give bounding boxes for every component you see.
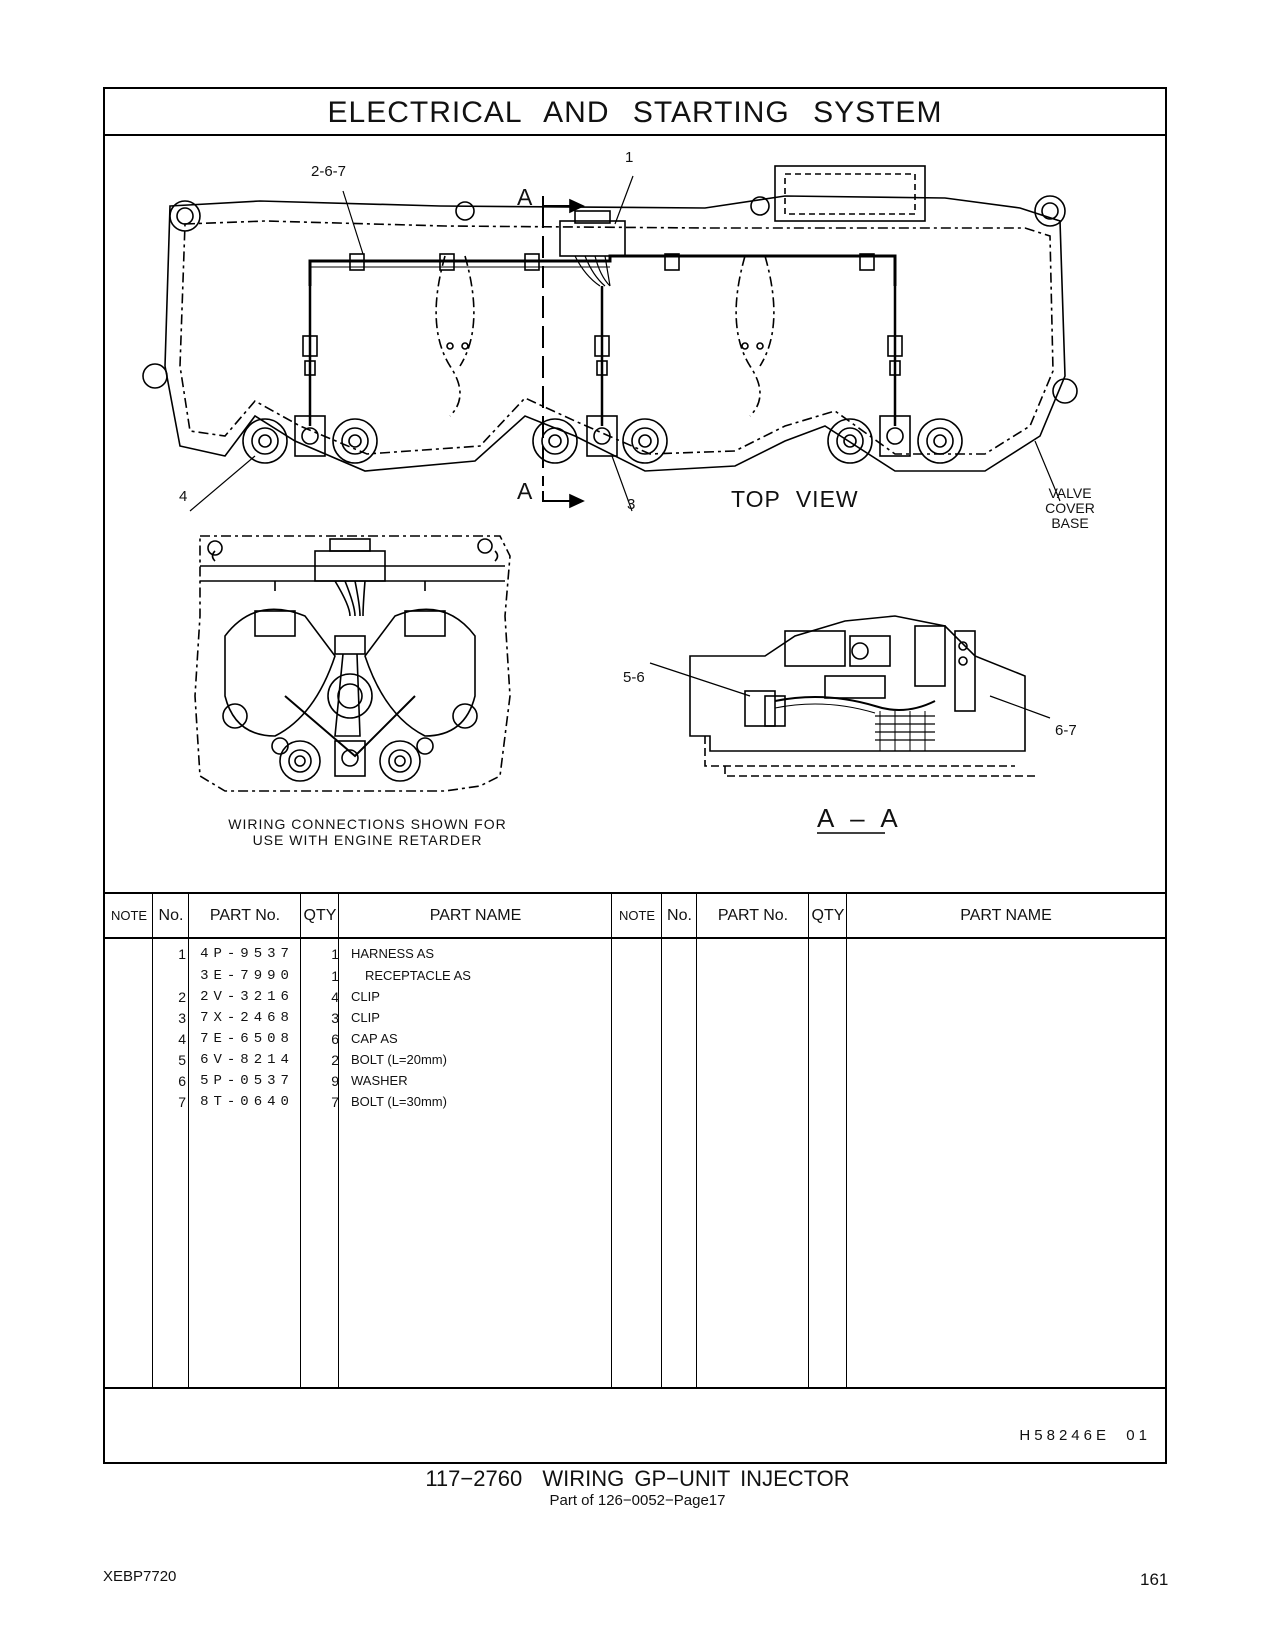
table-row: 4 7E-6508 6 CAP AS [178, 1031, 398, 1047]
caption-title: 117−2760 WIRING GP−UNIT INJECTOR [425, 1466, 850, 1491]
section-title: ELECTRICAL AND STARTING SYSTEM [105, 89, 1165, 136]
valve-cover-base-label: VALVE COVER BASE [1045, 485, 1095, 531]
parts-list-table: NOTE No. PART No. QTY PART NAME NOTE No.… [105, 894, 1165, 1389]
wiring-note: WIRING CONNECTIONS SHOWN FOR USE WITH EN… [228, 816, 507, 848]
table-row: 1 4P-9537 1 HARNESS AS [178, 946, 435, 962]
table-row: 7 8T-0640 7 BOLT (L=30mm) [178, 1094, 447, 1110]
callout-3: 3 [627, 496, 636, 513]
section-aa-label: A – A [817, 803, 899, 833]
callout-5-6: 5-6 [623, 669, 645, 686]
table-header: NOTE No. PART No. QTY PART NAME NOTE No.… [105, 894, 1165, 939]
table-row: 2 2V-3216 4 CLIP [178, 989, 380, 1005]
harness-illustration [142, 165, 1078, 834]
header-note-right: NOTE [618, 908, 656, 923]
retarder-view-drawing [194, 535, 511, 792]
callout-1: 1 [625, 149, 634, 166]
caption-subtitle: Part of 126−0052−Page17 [549, 1492, 726, 1509]
header-no-right: No. [667, 907, 692, 924]
top-view-drawing [142, 165, 1078, 512]
section-mark-bottom: A [517, 478, 534, 504]
table-row: 3E-7990 1 RECEPTACLE AS [200, 968, 471, 984]
header-part-no: PART No. [209, 907, 281, 924]
section-aa-drawing [649, 615, 1051, 834]
section-mark-top: A [517, 184, 534, 210]
parts-drawing: 2-6-7 1 4 3 5-6 6-7 A A TOP VIEW VALVE C… [105, 136, 1165, 894]
header-part-no-right: PART No. [717, 907, 789, 924]
callout-4: 4 [179, 488, 188, 505]
header-part-name-right: PART NAME [960, 907, 1052, 924]
table-row: 6 5P-0537 9 WASHER [178, 1073, 408, 1089]
header-qty-right: QTY [811, 907, 845, 924]
drawing-code: H58246E 01 [1019, 1427, 1151, 1444]
document-id: XEBP7720 [103, 1568, 177, 1585]
table-row: 5 6V-8214 2 BOLT (L=20mm) [178, 1052, 447, 1068]
top-view-label: TOP VIEW [731, 486, 859, 512]
page-number: 161 [1140, 1570, 1169, 1589]
header-part-name: PART NAME [429, 907, 522, 924]
header-qty: QTY [303, 907, 337, 924]
callout-6-7: 6-7 [1055, 722, 1077, 739]
table-row: 3 7X-2468 3 CLIP [178, 1010, 380, 1026]
header-note: NOTE [110, 908, 148, 923]
callout-2-6-7: 2-6-7 [311, 163, 347, 180]
header-no: No. [158, 907, 184, 924]
page-frame: ELECTRICAL AND STARTING SYSTEM [103, 87, 1167, 1464]
